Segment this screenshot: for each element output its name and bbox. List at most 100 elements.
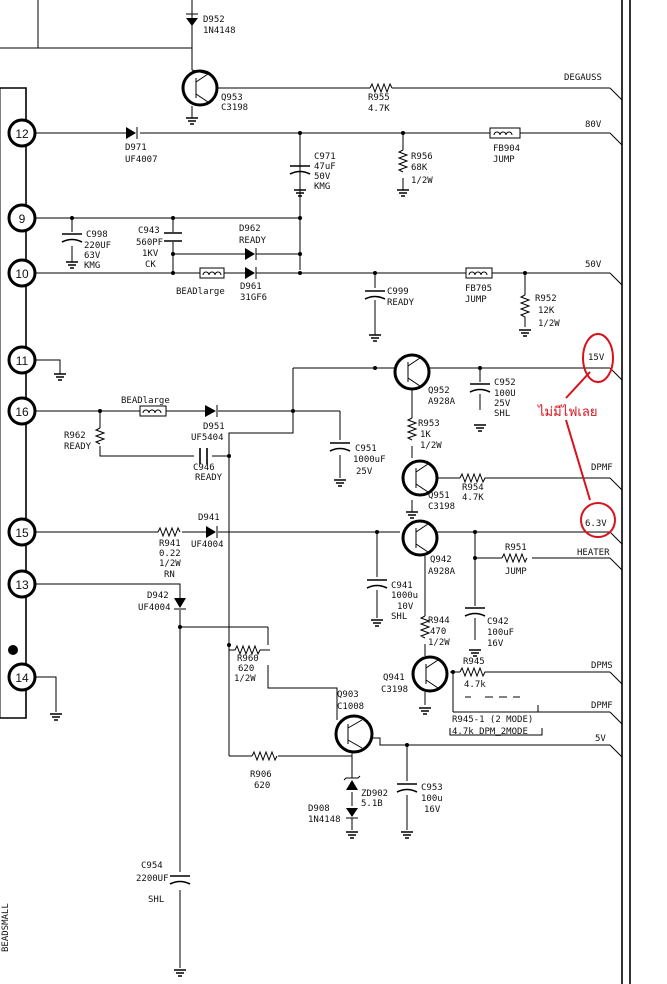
value-r941: 0.22	[159, 549, 181, 559]
resistor-r945-1-option	[449, 696, 543, 736]
capacitor-c943	[164, 232, 182, 242]
highlight-6v3	[580, 502, 616, 538]
pin-11: 11	[7, 345, 37, 375]
power-r941: 1/2W	[159, 559, 181, 569]
value-c941-type: SHL	[391, 612, 407, 622]
zener-zd902	[343, 775, 361, 790]
rail-6v3: 6.3V	[585, 519, 607, 529]
value-q941: C3198	[381, 685, 408, 695]
value-c951-cap: 1000uF	[353, 455, 386, 465]
value-c943-volt: 1KV	[142, 249, 159, 259]
value-q903: C1008	[337, 702, 364, 712]
rail-dpmf-2: DPMF	[591, 701, 613, 711]
rail-heater: HEATER	[577, 548, 610, 558]
value-d942: UF4004	[138, 603, 171, 613]
value-r954: 4.7K	[462, 493, 484, 503]
label-fb904: FB904	[493, 144, 520, 154]
value-r945-1: 4.7k DPM_2MODE	[452, 727, 528, 737]
side-label: BEADSMALL	[1, 903, 11, 952]
transistor-q942	[401, 519, 439, 557]
capacitor-c941	[366, 579, 388, 589]
diode-d942	[174, 598, 186, 610]
value-c952-volt: 25V	[494, 399, 511, 409]
value-c942-cap: 100uF	[487, 628, 514, 638]
power-r944: 1/2W	[428, 638, 450, 648]
value-c943-cap: 560PF	[136, 238, 163, 248]
value-c954-cap: 2200UF	[136, 874, 169, 884]
label-r945-1: R945-1 (2 MODE)	[452, 715, 533, 725]
value-r951: JUMP	[505, 567, 527, 577]
label-q951: Q951	[428, 491, 450, 501]
value-d961: 31GF6	[240, 293, 267, 303]
bead-1	[199, 267, 225, 279]
value-c951-volt: 25V	[356, 467, 373, 477]
pin-16: 16	[7, 396, 37, 426]
value-c971-volt: 50V	[314, 172, 331, 182]
label-q942: Q942	[430, 555, 452, 565]
value-c952-cap: 100U	[494, 389, 516, 399]
resistor-r941	[157, 526, 181, 538]
value-c952-type: SHL	[494, 409, 510, 419]
value-d908: 1N4148	[308, 815, 341, 825]
value-q951: C3198	[428, 502, 455, 512]
transistor-q903	[334, 714, 374, 754]
power-r960: 1/2W	[234, 674, 256, 684]
diode-d961	[245, 267, 257, 279]
right-border	[621, 0, 631, 984]
transistor-q952	[393, 353, 431, 391]
label-c971: C971	[314, 152, 336, 162]
capacitor-c953	[396, 783, 418, 793]
value-c998-type: KMG	[84, 261, 100, 271]
power-r956: 1/2W	[411, 176, 433, 186]
pin-12: 12	[7, 118, 37, 148]
label-r941: R941	[159, 539, 181, 549]
pin-label: 13	[15, 578, 29, 592]
component-labels: D952 1N4148 Q953 C3198 R955 4.7K D971 UF…	[64, 15, 560, 905]
value-d941: UF4004	[191, 540, 224, 550]
value-zd902: 5.1B	[361, 799, 383, 809]
ferrite-fb904	[489, 127, 521, 139]
power-r952: 1/2W	[538, 319, 560, 329]
label-d941: D941	[198, 513, 220, 523]
capacitor-c952	[469, 383, 491, 393]
value-r952: 12K	[538, 306, 555, 316]
label-c999: C999	[387, 287, 409, 297]
rail-15v: 15V	[588, 353, 605, 363]
label-r962: R962	[64, 431, 86, 441]
bead-2	[139, 405, 167, 417]
capacitor-c999	[364, 290, 386, 300]
label-r944: R944	[428, 616, 450, 626]
diode-d952	[186, 13, 198, 26]
label-r955: R955	[368, 93, 390, 103]
pin-label: 10	[15, 267, 29, 281]
pin-label: 9	[19, 212, 26, 226]
value-r906: 620	[254, 781, 270, 791]
value-fb705: JUMP	[465, 295, 487, 305]
label-r960: R960	[237, 654, 259, 664]
value-d962: READY	[239, 236, 267, 246]
pin-label: 16	[15, 405, 29, 419]
resistor-r952	[519, 294, 531, 327]
value-c942-volt: 16V	[487, 639, 504, 649]
value-c941-volt: 10V	[397, 602, 414, 612]
pin-13: 13	[7, 569, 37, 599]
pin-label: 12	[15, 127, 29, 141]
type-r941: RN	[164, 570, 175, 580]
label-r906: R906	[250, 770, 272, 780]
label-d951: D951	[203, 422, 225, 432]
label-bead1: BEADlarge	[176, 287, 225, 297]
value-r945: 4.7k	[464, 680, 486, 690]
label-r945: R945	[463, 657, 485, 667]
value-c953-volt: 16V	[424, 805, 441, 815]
label-d908: D908	[308, 804, 330, 814]
label-q941: Q941	[383, 673, 405, 683]
value-c999: READY	[387, 298, 415, 308]
resistor-r953	[406, 417, 418, 441]
label-c952: C952	[494, 378, 516, 388]
label-c946: C946	[193, 463, 215, 473]
value-r962: READY	[64, 442, 92, 452]
label-d952: D952	[203, 15, 225, 25]
label-c953: C953	[421, 783, 443, 793]
label-c954: C954	[141, 861, 163, 871]
